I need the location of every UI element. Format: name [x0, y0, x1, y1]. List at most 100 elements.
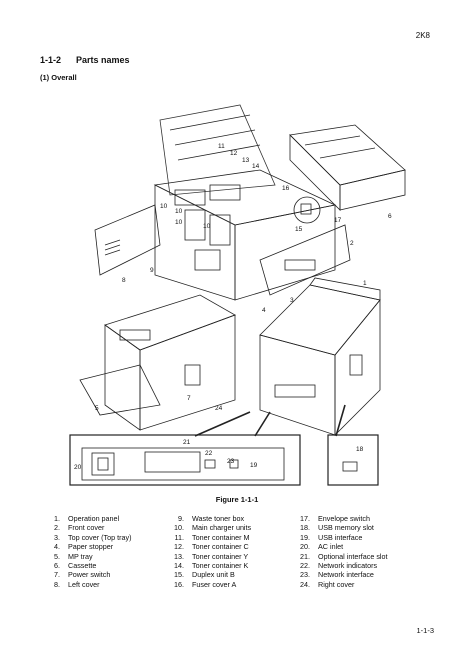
parts-legend-column-1: 1. Operation panel 2. Front cover 3. Top co… [44, 514, 132, 589]
legend-label: Right cover [318, 579, 355, 589]
callout: 16 [282, 185, 290, 192]
usb-slot-detail [327, 404, 379, 486]
callout: 10 [160, 203, 168, 210]
legend-item: 10.Main charger units [168, 523, 251, 532]
callout: 3 [290, 297, 294, 304]
callout-labels: 1 2 3 4 5 6 7 8 9 10 10 10 10 11 12 13 1… [74, 143, 392, 471]
legend-label: USB interface [318, 532, 363, 542]
legend-number: 14. [174, 561, 184, 571]
callout: 11 [218, 143, 225, 150]
legend-number: 16. [174, 579, 184, 589]
legend-item: 4.Paper stopper [44, 542, 132, 551]
legend-item: 5.MP tray [44, 552, 132, 561]
callout: 14 [252, 163, 260, 170]
legend-label: Duplex unit B [192, 570, 235, 580]
legend-label: Front cover [68, 523, 105, 533]
legend-label: Cassette [68, 561, 97, 571]
section-number: 1-1-2 [40, 55, 62, 65]
callout: 20 [74, 464, 82, 471]
legend-item: 14. Toner container K [168, 561, 251, 570]
legend-label: Envelope switch [318, 514, 370, 523]
callout: 8 [122, 277, 126, 284]
legend-number: 18. [300, 523, 310, 533]
envelope-switch-detail [293, 196, 321, 224]
legend-label: Paper stopper [68, 542, 114, 552]
legend-number: 20. [300, 542, 310, 552]
legend-number: 11. [174, 532, 184, 542]
legend-item: 17. Envelope switch [294, 514, 388, 523]
legend-label: Waste toner box [192, 514, 245, 523]
callout: 10 [175, 208, 183, 215]
legend-item: 13.Toner container Y [168, 552, 251, 561]
callout: 19 [250, 462, 258, 469]
open-printer-drawing [153, 104, 351, 301]
legend-number: 12. [174, 542, 184, 552]
callout: 15 [295, 226, 303, 233]
legend-item: 3. Top cover (Top tray) [44, 533, 132, 542]
printer-parts-illustration: 1 2 3 4 5 6 7 8 9 10 10 10 10 11 12 13 1… [69, 104, 406, 486]
callout: 9 [150, 267, 154, 274]
legend-label: Operation panel [68, 514, 120, 523]
legend-item: 1. Operation panel [44, 514, 132, 523]
legend-item: 2. Front cover [44, 523, 132, 532]
callout: 22 [205, 450, 213, 457]
callout: 24 [215, 405, 223, 412]
legend-number: 7. [54, 570, 60, 580]
callout: 6 [388, 213, 392, 220]
figure-caption: Figure 1-1-1 [215, 495, 259, 504]
legend-label: Main charger units [192, 523, 252, 533]
left-cover-drawing [94, 204, 161, 276]
legend-item: 9. Waste toner box [168, 514, 251, 523]
legend-item: 7. Power switch [44, 570, 132, 579]
legend-number: 23. [300, 570, 310, 580]
legend-number: 17. [300, 514, 310, 523]
rear-printer-drawing [259, 277, 381, 436]
legend-item: 12. Toner container C [168, 542, 251, 551]
callout: 21 [183, 439, 191, 446]
callout: 1 [363, 280, 367, 287]
legend-label: Network interface [318, 570, 374, 580]
legend-item: 11. Toner container M [168, 533, 251, 542]
callout: 10 [175, 219, 183, 226]
legend-label: Toner container K [192, 561, 249, 571]
legend-number: 19. [300, 532, 310, 542]
callout: 5 [95, 405, 99, 412]
legend-label: Toner container M [192, 532, 250, 542]
legend-label: USB memory slot [318, 523, 374, 533]
cassette-drawing [289, 124, 406, 211]
legend-number: 2. [54, 523, 60, 533]
legend-item: 21.Optional interface slot [294, 552, 388, 561]
legend-number: 24. [300, 579, 310, 589]
legend-item: 20.AC inlet [294, 542, 388, 551]
callout: 18 [356, 446, 364, 453]
legend-item: 8. Left cover [44, 580, 132, 589]
legend-number: 1. [54, 514, 60, 523]
callout: 4 [262, 307, 266, 314]
callout: 17 [334, 217, 342, 224]
legend-label: Toner container C [192, 542, 249, 552]
interface-panel-detail [69, 411, 301, 486]
parts-legend-column-3: 17. Envelope switch 18. USB memory slot 19… [294, 514, 388, 589]
callout: 12 [230, 150, 238, 157]
legend-label: Network indicators [318, 561, 378, 571]
legend-number: 22. [300, 561, 310, 571]
legend-label: Top cover (Top tray) [68, 532, 132, 542]
callout: 2 [350, 240, 354, 247]
legend-item: 18. USB memory slot [294, 523, 388, 532]
legend-item: 6. Cassette [44, 561, 132, 570]
legend-label: Left cover [68, 579, 100, 589]
legend-number: 9. [178, 514, 184, 523]
callout: 10 [203, 223, 211, 230]
legend-item: 19. USB interface [294, 533, 388, 542]
legend-number: 6. [54, 561, 60, 571]
legend-number: 13. [174, 551, 184, 561]
legend-number: 15. [174, 570, 184, 580]
legend-number: 8. [54, 579, 60, 589]
legend-item: 24. Right cover [294, 580, 388, 589]
subsection-heading: (1) Overall [40, 73, 77, 82]
document-code: 2K8 [415, 31, 430, 40]
legend-label: Power switch [68, 570, 111, 580]
legend-label: MP tray [68, 551, 93, 561]
legend-number: 3. [54, 532, 60, 542]
